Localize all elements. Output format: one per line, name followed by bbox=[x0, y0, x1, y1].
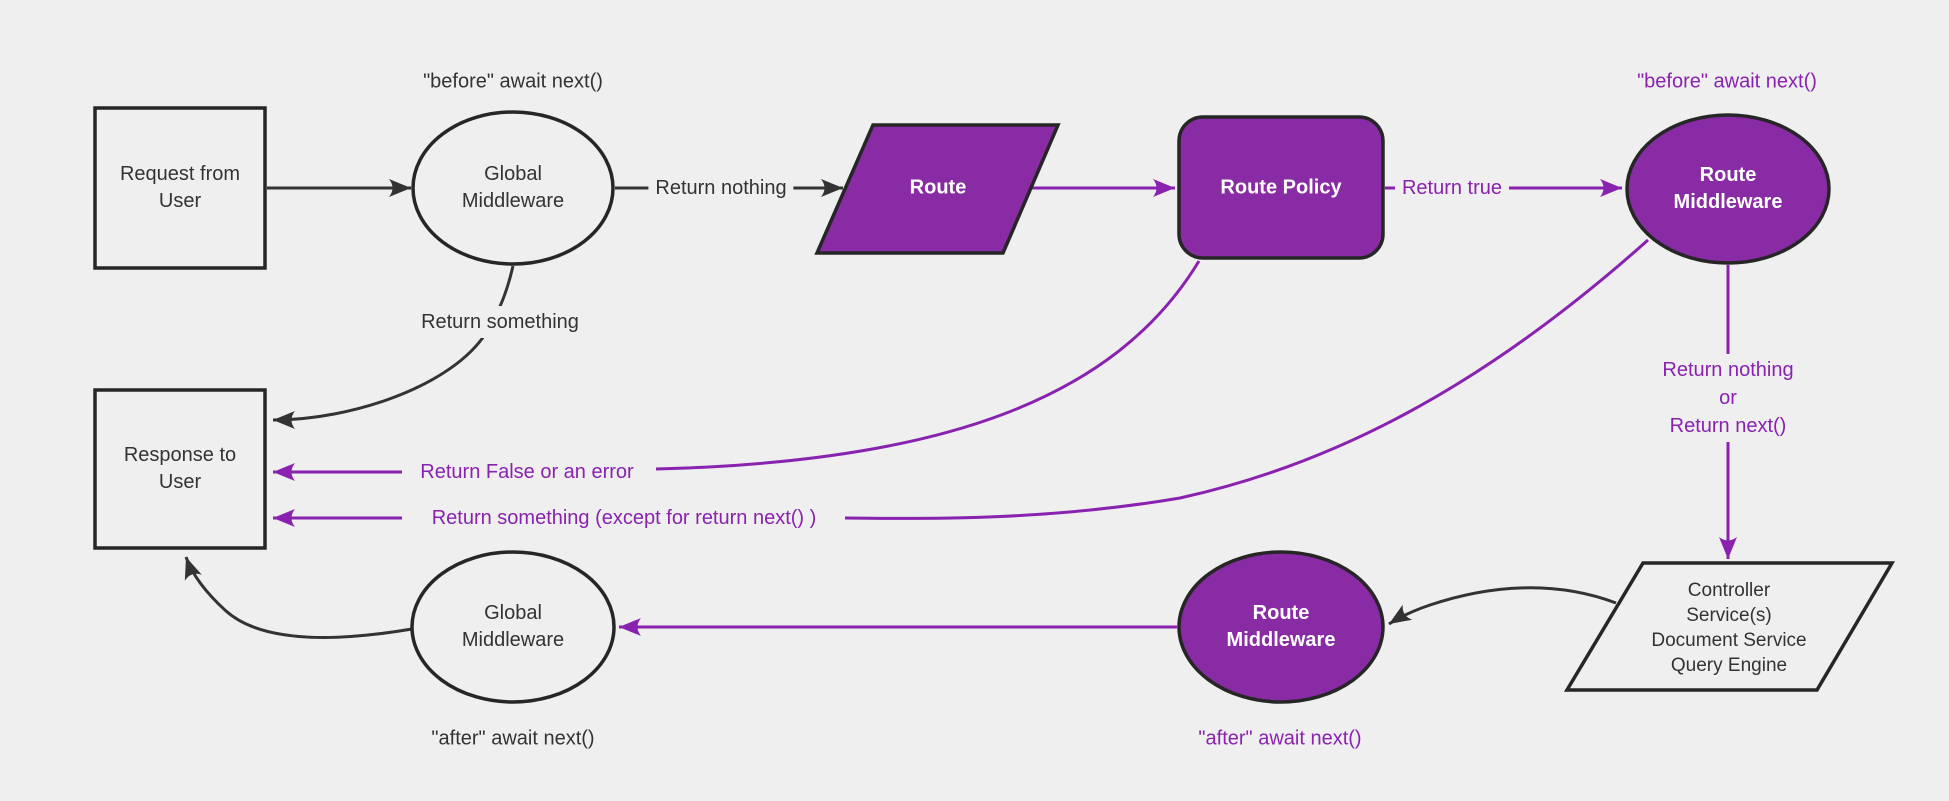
route-middleware-bottom-node bbox=[1177, 550, 1385, 704]
edge-controller-to-route-mw-bottom bbox=[1388, 586, 1617, 626]
controller-services-node bbox=[1563, 561, 1896, 692]
request-from-user-node bbox=[93, 106, 267, 270]
response-to-user-node bbox=[93, 388, 267, 550]
edge-route-policy-return-false-curve bbox=[655, 260, 1201, 471]
route-middleware-top-node bbox=[1625, 113, 1831, 265]
global-middleware-top-node bbox=[411, 110, 615, 266]
route-policy-node bbox=[1177, 115, 1385, 260]
edge-route-mw-return-something-curve bbox=[844, 238, 1649, 520]
route-node bbox=[814, 123, 1061, 255]
edge-global-mw-bottom-to-response bbox=[184, 556, 413, 639]
global-middleware-bottom-node bbox=[410, 550, 616, 704]
edge-global-mw-return-something-to-response bbox=[272, 265, 515, 429]
